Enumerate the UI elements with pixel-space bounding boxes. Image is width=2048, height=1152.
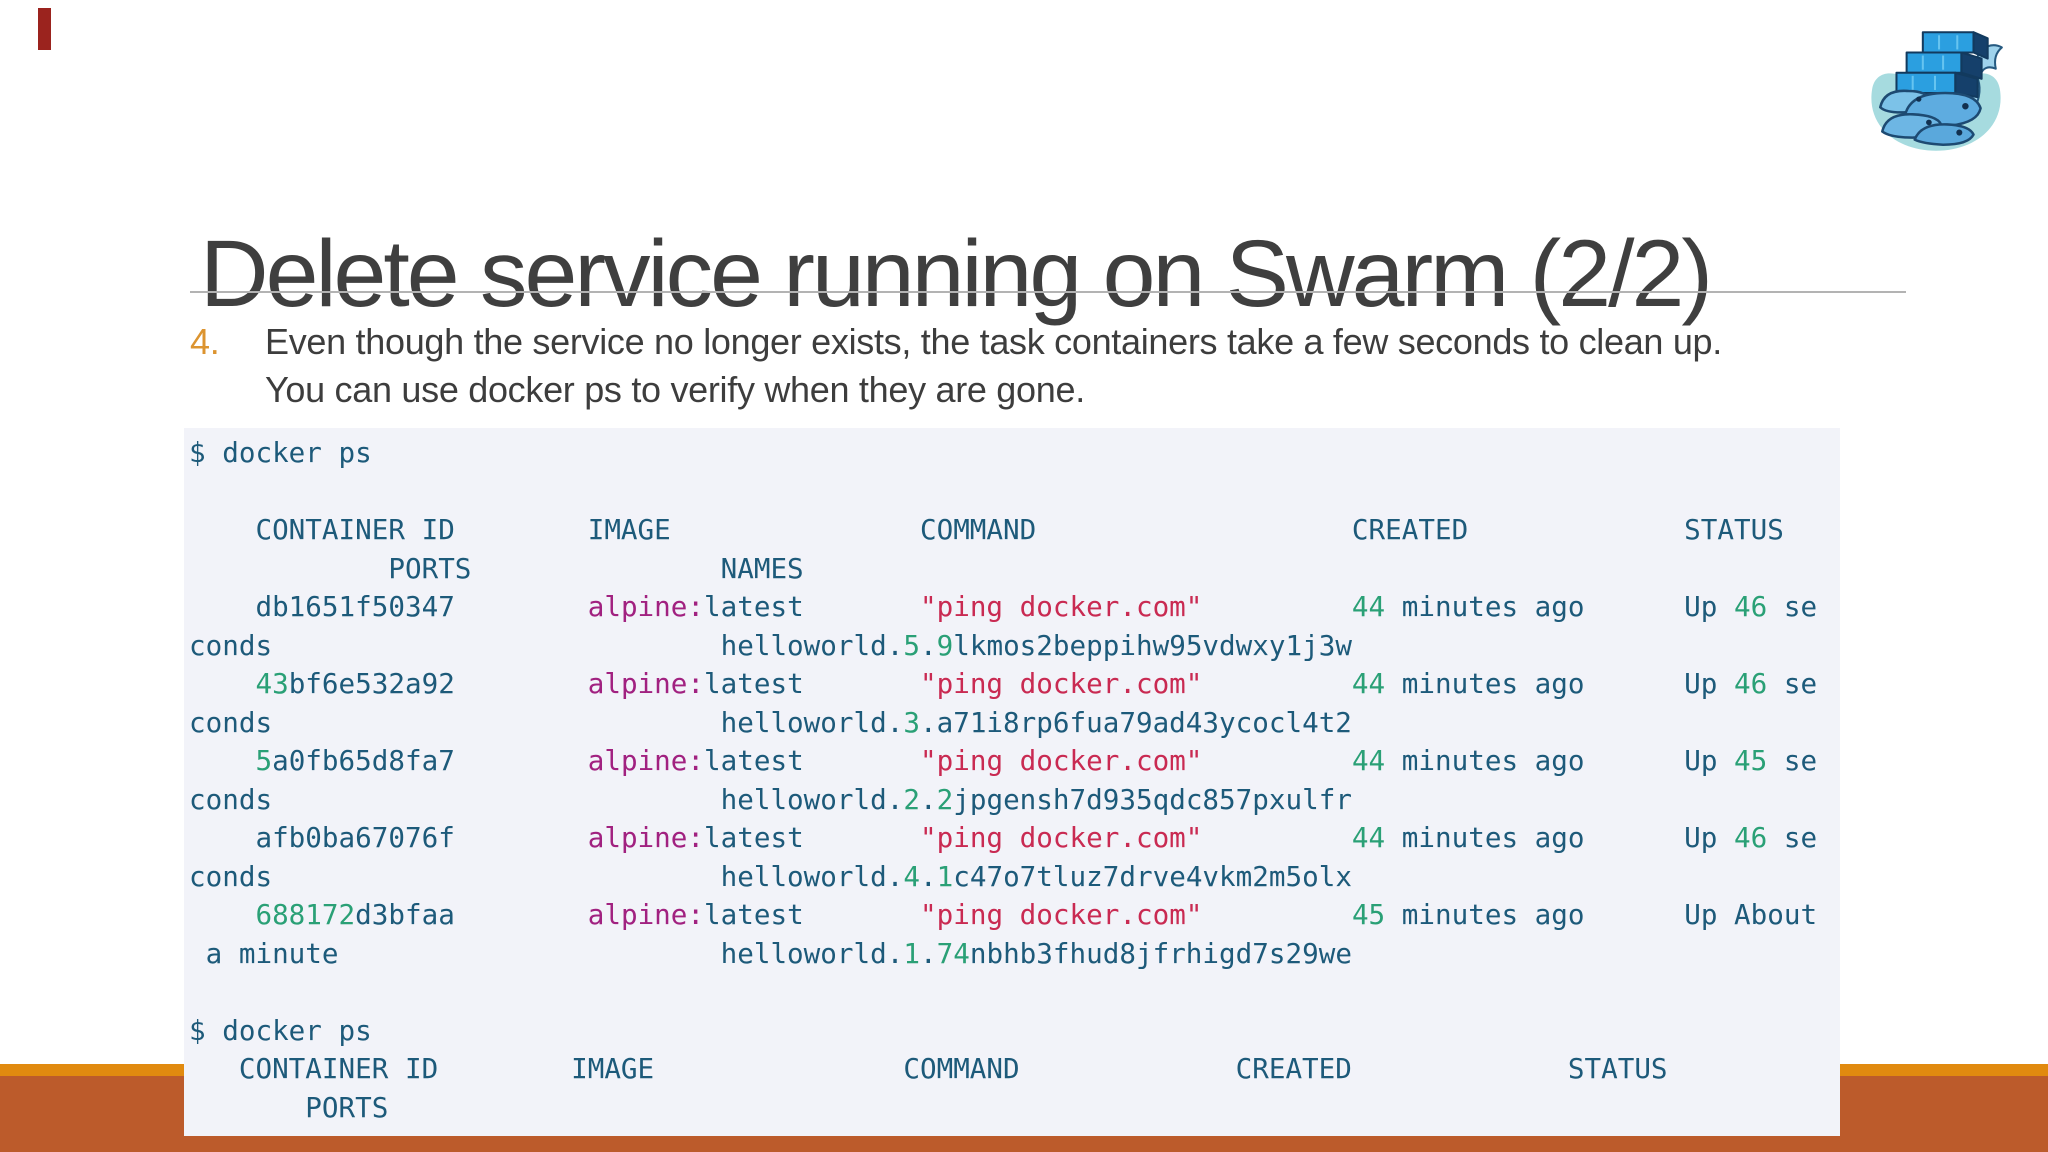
corner-accent-mark xyxy=(38,8,51,50)
terminal-output-block: $ docker ps CONTAINER ID IMAGE COMMAND C… xyxy=(184,428,1840,1136)
bullet-item: 4. Even though the service no longer exi… xyxy=(190,318,1870,414)
title-divider xyxy=(190,291,1906,293)
bullet-number: 4. xyxy=(190,321,220,362)
docker-swarm-logo-icon xyxy=(1871,31,2003,151)
bullet-text: Even though the service no longer exists… xyxy=(265,318,1870,414)
bullet-line-2: You can use docker ps to verify when the… xyxy=(265,369,1085,410)
code-pre: $ docker ps CONTAINER ID IMAGE COMMAND C… xyxy=(189,436,1818,1124)
slide-title: Delete service running on Swarm (2/2) xyxy=(200,220,1713,327)
bullet-line-1: Even though the service no longer exists… xyxy=(265,321,1722,362)
